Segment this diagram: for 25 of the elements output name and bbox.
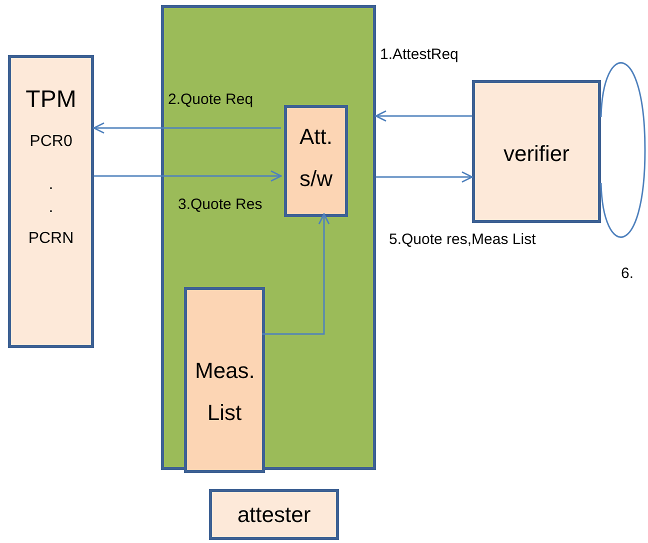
node-label: attester — [236, 502, 312, 528]
edge-label: 3.Quote Res — [178, 196, 262, 213]
tpm-box — [8, 55, 94, 348]
node-label: . — [48, 199, 54, 218]
verifier-box — [472, 80, 601, 223]
arrow — [94, 170, 282, 182]
arrow — [375, 110, 472, 122]
arrow — [93, 122, 281, 134]
node-label: PCRN — [27, 230, 75, 248]
node-label: Att. s/w — [298, 123, 334, 193]
attester-container — [161, 5, 376, 470]
edge-label: 6. — [621, 265, 634, 282]
edge-label: 1.AttestReq — [380, 46, 458, 63]
edge-label: 2.Quote Req — [168, 91, 254, 108]
node-label: . — [48, 176, 54, 194]
label-box — [209, 489, 339, 540]
node-label: Meas. List — [195, 357, 254, 427]
node-label: PCR0 — [28, 133, 74, 152]
process-box — [184, 287, 265, 473]
arrow — [376, 171, 473, 183]
process-box — [284, 105, 348, 217]
heading: TPM — [24, 86, 78, 114]
node-label: verifier — [502, 141, 570, 166]
edge-label: 5.Quote res,Meas List — [389, 231, 536, 248]
arrow — [262, 213, 330, 335]
